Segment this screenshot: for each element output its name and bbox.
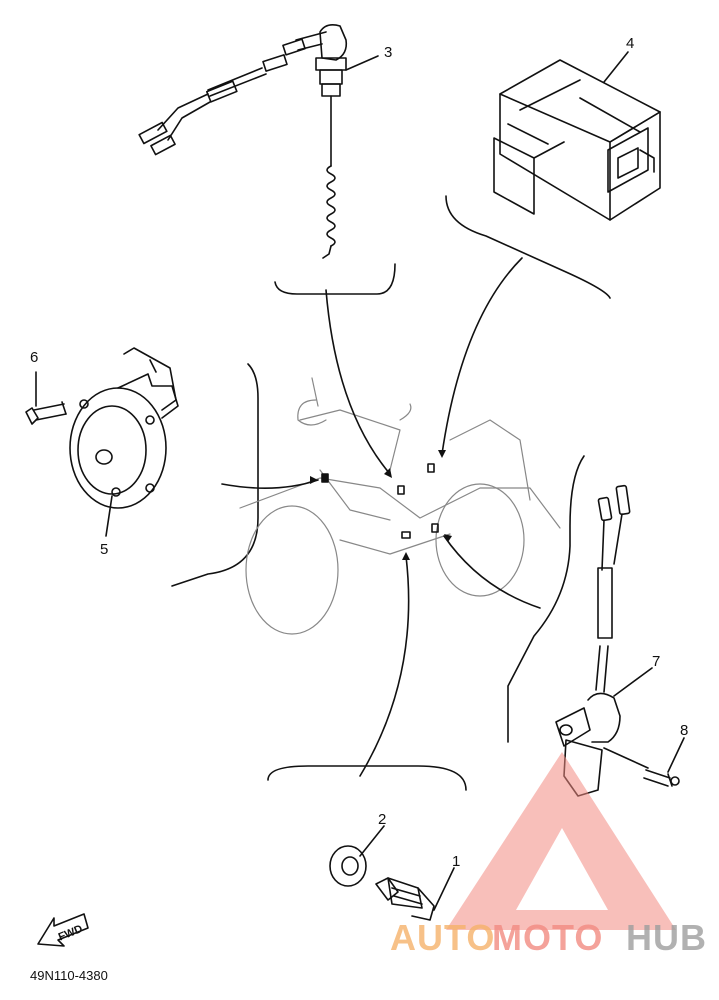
callout-leader-3 [345, 55, 379, 71]
leader-part-4 [441, 257, 523, 455]
watermark-text: AUTO MOTO HUB [390, 917, 707, 958]
mount-marker-5 [401, 531, 411, 539]
callout-3: 3 [384, 44, 392, 61]
bracket-part-3 [274, 263, 396, 295]
callout-1: 1 [452, 853, 460, 870]
sender-part-1 [375, 877, 435, 921]
fwd-arrow-icon [37, 913, 89, 947]
watermark-part-auto: AUTO [390, 917, 495, 958]
mount-marker-1 [321, 473, 329, 483]
bolt-part-8 [643, 769, 680, 787]
bracket-part-5 [171, 363, 259, 587]
bracket-part-4 [445, 195, 611, 299]
callout-7: 7 [652, 653, 660, 670]
arrowhead-1 [402, 552, 410, 560]
callout-leader-1 [433, 867, 455, 911]
watermark-part-hub: HUB [626, 917, 707, 958]
relay-part-4 [493, 59, 661, 221]
part-code: 49N110-4380 [30, 968, 108, 983]
callout-5: 5 [100, 541, 108, 558]
bolt-part-6 [25, 401, 67, 425]
callout-leader-4 [603, 51, 629, 83]
callout-2: 2 [378, 811, 386, 828]
mount-marker-3 [397, 485, 405, 495]
fwd-label: FWD [57, 923, 85, 944]
leader-part-7 [443, 535, 541, 609]
gasket-part-2 [329, 845, 367, 887]
callout-6: 6 [30, 349, 38, 366]
arrowhead-4 [438, 450, 446, 458]
bracket-part-1 [267, 765, 467, 791]
watermark-part-moto: MOTO [492, 917, 603, 958]
horn-part-5 [69, 347, 179, 509]
callout-4: 4 [626, 35, 634, 52]
callout-8: 8 [680, 722, 688, 739]
mount-marker-2 [427, 463, 435, 473]
callout-leader-5 [105, 495, 113, 537]
watermark-logo-icon [446, 752, 676, 930]
leader-part-3 [325, 289, 391, 475]
mount-marker-4 [431, 523, 439, 533]
arrowhead-5 [310, 476, 318, 484]
callout-leader-2 [359, 825, 385, 857]
arrowhead-7 [444, 534, 452, 542]
leader-part-5 [221, 479, 319, 489]
callout-leader-8 [667, 737, 685, 773]
leader-part-1 [359, 555, 410, 777]
motorcycle-outline [239, 377, 561, 635]
arrowhead-3 [384, 468, 392, 478]
bracket-part-7 [507, 455, 585, 743]
callout-leader-7 [613, 667, 653, 697]
switch-part-3 [138, 24, 348, 259]
